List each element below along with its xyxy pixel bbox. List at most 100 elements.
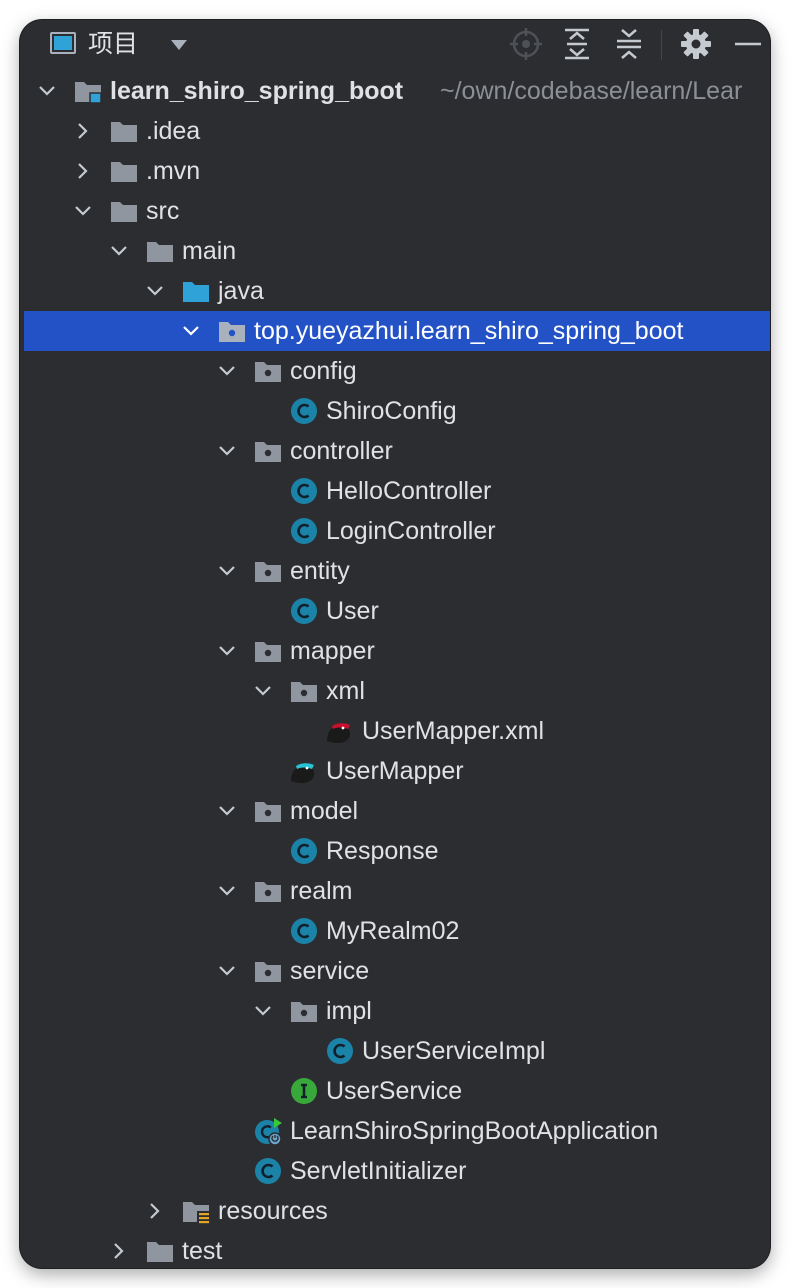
tree-node-shiro-config[interactable]: ShiroConfig <box>20 391 770 431</box>
tree-node-mvn[interactable]: .mvn <box>20 151 770 191</box>
tree-node-user-service[interactable]: UserService <box>20 1071 770 1111</box>
tree-node-label: ShiroConfig <box>326 397 457 425</box>
tree-node-main[interactable]: main <box>20 231 770 271</box>
tree-node-label: UserService <box>326 1077 463 1105</box>
package-icon <box>291 682 317 702</box>
minimize-icon[interactable] <box>730 26 766 62</box>
tree-node-application[interactable]: LearnShiroSpringBootApplication <box>20 1111 770 1151</box>
tree-node-label: ServletInitializer <box>290 1157 467 1185</box>
tree-node-label: UserMapper <box>326 757 464 785</box>
tree-node-config[interactable]: config <box>20 351 770 391</box>
tree-node-login-controller[interactable]: LoginController <box>20 511 770 551</box>
chevron-down-icon[interactable] <box>254 682 272 700</box>
folder-icon <box>111 122 137 142</box>
tree-node-realm[interactable]: realm <box>20 871 770 911</box>
mybatis-xml-icon <box>327 723 350 743</box>
tree-node-xml[interactable]: xml <box>20 671 770 711</box>
tree-node-model[interactable]: model <box>20 791 770 831</box>
chevron-right-icon[interactable] <box>74 162 92 180</box>
dropdown-caret-icon[interactable] <box>171 40 187 50</box>
module-path: ~/own/codebase/learn/Lear <box>440 77 743 105</box>
package-icon <box>255 442 281 462</box>
chevron-down-icon[interactable] <box>146 282 164 300</box>
tree-node-resources[interactable]: resources <box>20 1191 770 1231</box>
tree-node-label: HelloController <box>326 477 492 505</box>
folder-icon <box>147 1242 173 1262</box>
tree-node-label: entity <box>290 557 350 585</box>
expand-all-icon[interactable] <box>559 26 595 62</box>
class-icon <box>291 838 317 864</box>
tree-node-label: LearnShiroSpringBootApplication <box>290 1117 659 1145</box>
gear-icon[interactable] <box>678 26 714 62</box>
tree-node-user-mapper-xml[interactable]: UserMapper.xml <box>20 711 770 751</box>
chevron-right-icon[interactable] <box>110 1242 128 1260</box>
folder-icon <box>111 202 137 222</box>
tree-node-java[interactable]: java <box>20 271 770 311</box>
tree-node-servlet-initializer[interactable]: ServletInitializer <box>20 1151 770 1191</box>
tree-node-hello-controller[interactable]: HelloController <box>20 471 770 511</box>
tree-node-label: service <box>290 957 370 985</box>
chevron-down-icon[interactable] <box>110 242 128 260</box>
locate-icon[interactable] <box>508 26 544 62</box>
tree-node-user[interactable]: User <box>20 591 770 631</box>
class-icon <box>255 1158 281 1184</box>
tree-node-label: UserMapper.xml <box>362 717 544 745</box>
tree-node-package[interactable]: top.yueyazhui.learn_shiro_spring_boot <box>24 311 770 351</box>
chevron-down-icon[interactable] <box>74 202 92 220</box>
tree-node-label: .mvn <box>146 157 201 185</box>
tree-node-root[interactable]: learn_shiro_spring_boot ~/own/codebase/l… <box>20 71 770 111</box>
folder-icon <box>147 242 173 262</box>
class-icon <box>291 518 317 544</box>
tree-node-idea[interactable]: .idea <box>20 111 770 151</box>
tree-node-label: main <box>182 237 237 265</box>
resources-folder-icon <box>183 1202 210 1225</box>
collapse-all-icon[interactable] <box>611 26 647 62</box>
tree-node-label: Response <box>326 837 439 865</box>
chevron-right-icon[interactable] <box>74 122 92 140</box>
tree-node-label: LoginController <box>326 517 496 545</box>
package-icon <box>219 322 245 342</box>
tree-node-controller[interactable]: controller <box>20 431 770 471</box>
tree-node-test[interactable]: test <box>20 1231 770 1268</box>
package-icon <box>255 962 281 982</box>
tree-node-label: config <box>290 357 357 385</box>
tree-node-impl[interactable]: impl <box>20 991 770 1031</box>
tree-node-label: mapper <box>290 637 375 665</box>
chevron-right-icon[interactable] <box>146 1202 164 1220</box>
package-icon <box>255 562 281 582</box>
interface-icon <box>291 1078 317 1104</box>
tree-node-label: MyRealm02 <box>326 917 460 945</box>
source-folder-icon <box>183 282 209 302</box>
chevron-down-icon[interactable] <box>182 322 200 340</box>
tool-window-title[interactable]: 项目 <box>88 30 139 58</box>
class-icon <box>327 1038 353 1064</box>
tree-node-my-realm[interactable]: MyRealm02 <box>20 911 770 951</box>
chevron-down-icon[interactable] <box>254 1002 272 1020</box>
tree-node-label: learn_shiro_spring_boot <box>110 77 404 105</box>
project-view-icon[interactable] <box>50 32 76 54</box>
tree-node-service[interactable]: service <box>20 951 770 991</box>
chevron-down-icon[interactable] <box>218 362 236 380</box>
chevron-down-icon[interactable] <box>218 562 236 580</box>
tree-node-label: model <box>290 797 359 825</box>
chevron-down-icon[interactable] <box>218 962 236 980</box>
package-icon <box>255 362 281 382</box>
tree-node-entity[interactable]: entity <box>20 551 770 591</box>
tree-node-src[interactable]: src <box>20 191 770 231</box>
tree-node-user-service-impl[interactable]: UserServiceImpl <box>20 1031 770 1071</box>
chevron-down-icon[interactable] <box>218 642 236 660</box>
project-tool-window: 项目 <box>20 20 770 1268</box>
tree-node-mapper[interactable]: mapper <box>20 631 770 671</box>
tree-node-label: UserServiceImpl <box>362 1037 546 1065</box>
tool-window-header: 项目 <box>20 20 770 70</box>
chevron-down-icon[interactable] <box>218 882 236 900</box>
tree-node-user-mapper[interactable]: UserMapper <box>20 751 770 791</box>
chevron-down-icon[interactable] <box>38 82 56 100</box>
tree-node-response[interactable]: Response <box>20 831 770 871</box>
package-icon <box>291 1002 317 1022</box>
tree-node-label: xml <box>326 677 365 705</box>
class-icon <box>291 598 317 624</box>
mybatis-mapper-icon <box>291 763 314 783</box>
chevron-down-icon[interactable] <box>218 442 236 460</box>
chevron-down-icon[interactable] <box>218 802 236 820</box>
